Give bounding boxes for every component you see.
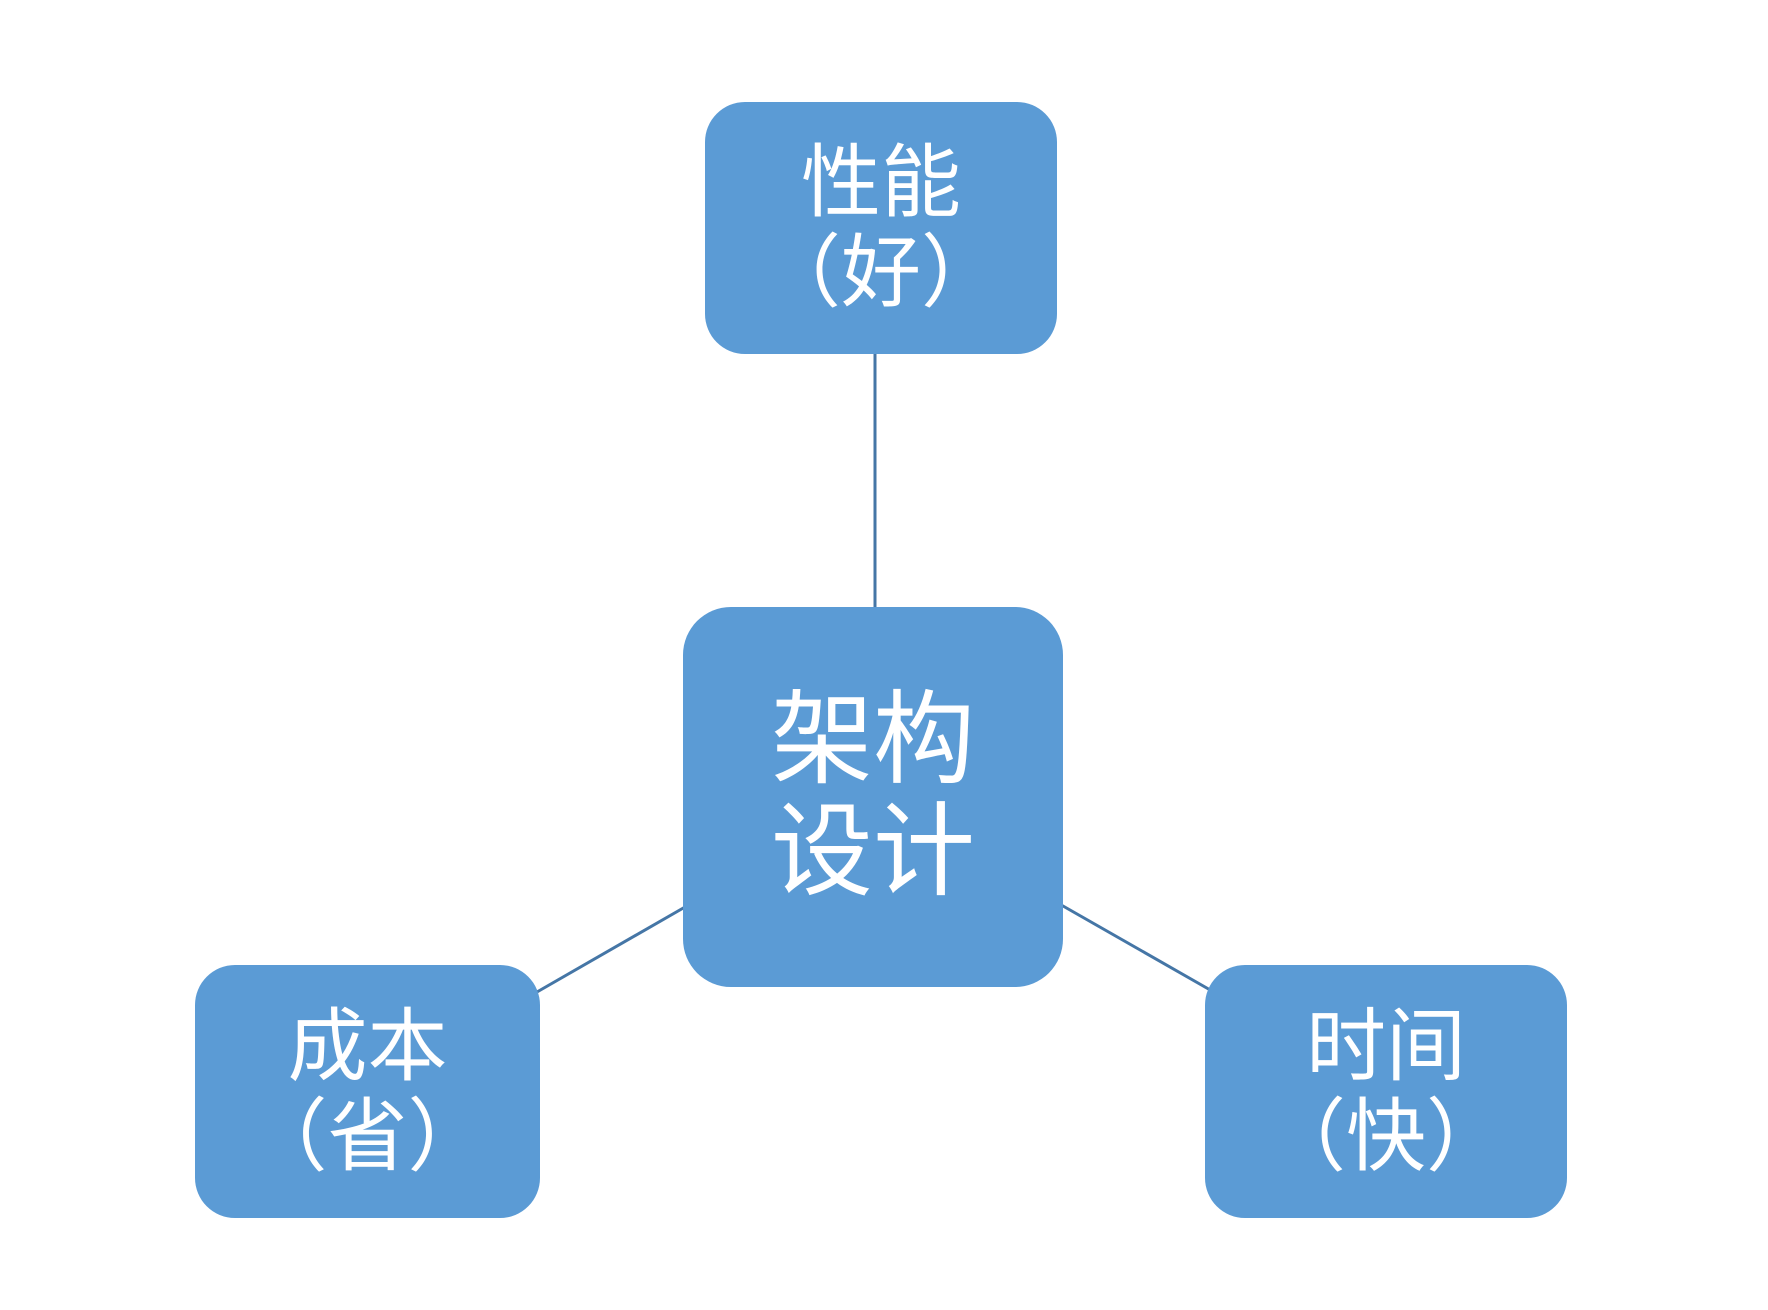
node-cost: 成本 （省） xyxy=(195,965,540,1218)
node-architecture-label-line2: 设计 xyxy=(771,793,975,912)
node-performance-label-line1: 性能 xyxy=(801,136,961,229)
connector-center-to-cost xyxy=(529,901,693,998)
node-performance-label-line2: （好） xyxy=(761,226,1001,319)
node-time-label-line1: 时间 xyxy=(1306,999,1466,1093)
node-architecture-label-line1: 架构 xyxy=(771,681,975,800)
node-cost-label-line1: 成本 xyxy=(287,999,448,1093)
node-architecture-design: 架构 设计 xyxy=(683,607,1063,987)
connector-center-to-time xyxy=(1055,900,1213,993)
node-time-label-line2: （快） xyxy=(1266,1089,1506,1183)
node-time: 时间 （快） xyxy=(1205,965,1567,1218)
node-performance: 性能 （好） xyxy=(705,102,1057,354)
node-cost-label-line2: （省） xyxy=(247,1089,488,1183)
